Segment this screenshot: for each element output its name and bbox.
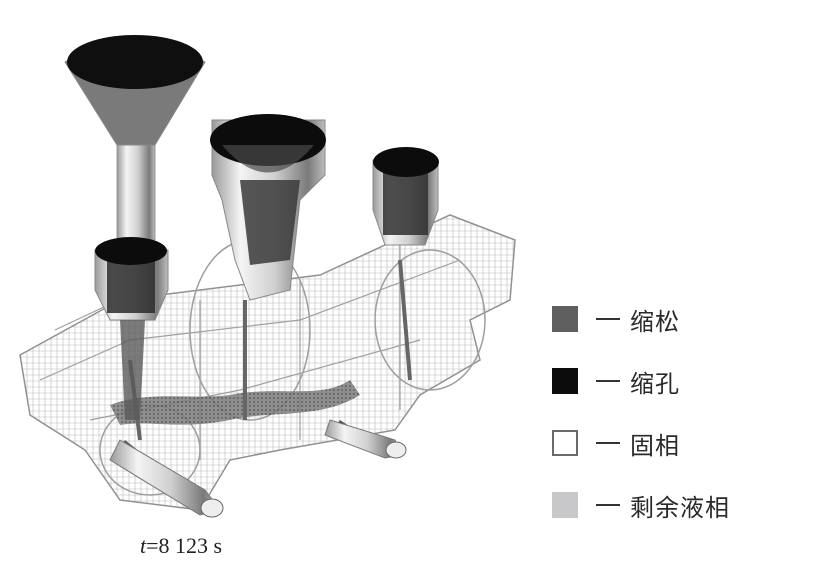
legend-item-solid-phase: 固相 [552, 412, 812, 474]
legend-label: 缩松 [630, 307, 680, 336]
swatch-shrinkage-cavity [552, 368, 578, 394]
time-value: 8 123 [158, 533, 209, 558]
center-riser [210, 114, 326, 301]
left-riser [94, 237, 169, 420]
time-variable: t [140, 533, 147, 558]
time-unit: s [213, 533, 223, 558]
swatch-solid-phase [552, 430, 578, 456]
legend-item-remaining-liquid: 剩余液相 [552, 474, 812, 536]
funnel-sprue [64, 35, 206, 241]
legend-label: 剩余液相 [630, 493, 730, 522]
legend: 缩松 缩孔 固相 剩余液相 [552, 288, 812, 536]
legend-dash [596, 504, 620, 506]
legend-dash [596, 380, 620, 382]
time-caption: t=8 123 s [140, 533, 222, 559]
legend-item-shrinkage-porosity: 缩松 [552, 288, 812, 350]
swatch-shrinkage-porosity [552, 306, 578, 332]
casting-simulation-figure [19, 35, 516, 518]
casting-3d-render [19, 35, 516, 518]
outlet-pipes [109, 419, 407, 518]
legend-dash [596, 318, 620, 320]
legend-label: 缩孔 [630, 369, 680, 398]
time-equals: = [146, 533, 159, 558]
legend-item-shrinkage-cavity: 缩孔 [552, 350, 812, 412]
legend-dash [596, 442, 620, 444]
swatch-remaining-liquid [552, 492, 578, 518]
right-riser [372, 147, 439, 246]
legend-label: 固相 [630, 431, 680, 460]
